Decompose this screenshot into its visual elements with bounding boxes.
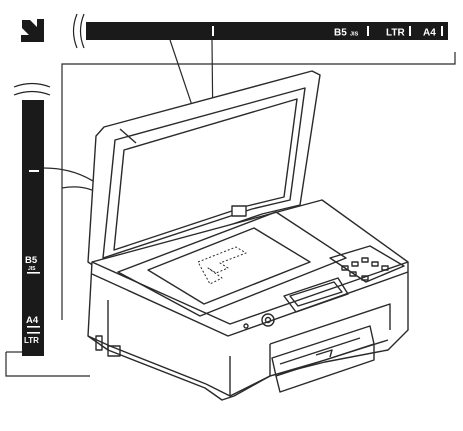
scanner-illustration: [87, 70, 409, 401]
side-ports: [95, 335, 121, 357]
document-cover: [87, 70, 321, 271]
top-scale-label-b5: B5: [334, 28, 347, 39]
callout-frame: [5, 52, 456, 377]
left-scale-label-ltr: LTR: [24, 336, 39, 345]
scanner-glass: [117, 211, 347, 317]
left-scale-bar: B5 JIS A4 LTR: [13, 82, 51, 356]
top-scale-bar: B5 JIS LTR A4: [72, 13, 448, 49]
top-scale-label-ltr: LTR: [386, 28, 405, 39]
left-scale-label-a4: A4: [26, 315, 39, 326]
paper-tray: [271, 325, 375, 393]
left-scale-label-b5-jis: JIS: [28, 266, 36, 272]
control-panel: [243, 245, 405, 329]
left-scale-label-b5: B5: [25, 255, 38, 266]
top-scale-label-a4: A4: [423, 28, 436, 39]
document-outline: [197, 246, 247, 285]
top-scale-label-b5-jis: JIS: [350, 32, 359, 38]
arrow-down-right-icon: [21, 19, 44, 42]
